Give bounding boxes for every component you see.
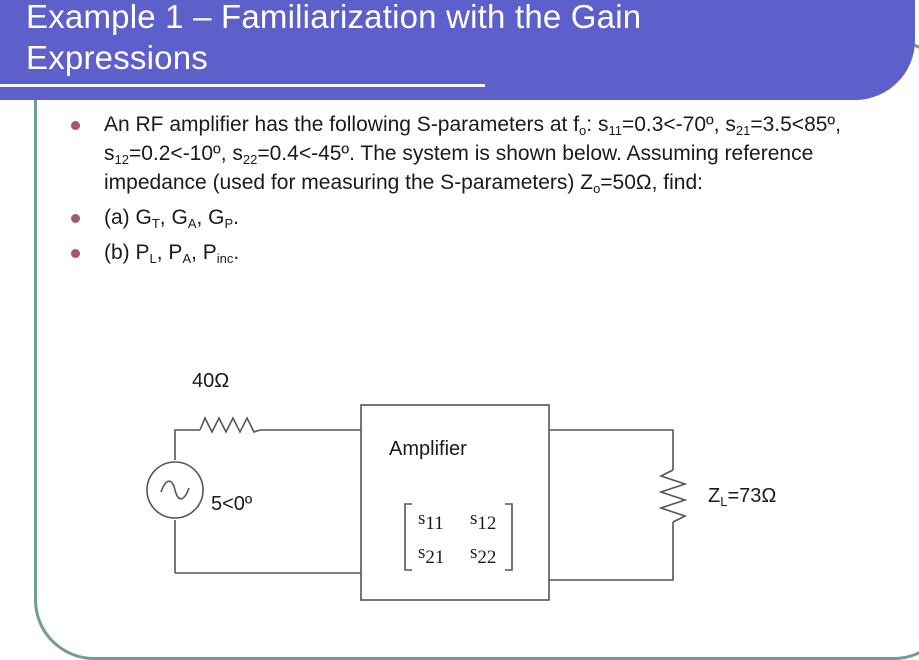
title-underline xyxy=(0,84,485,87)
title-line-1: Example 1 – Familiarization with the Gai… xyxy=(26,0,642,35)
circuit-diagram xyxy=(146,404,688,601)
load-impedance-label: ZL=73Ω xyxy=(708,485,777,509)
ac-voltage-source-icon xyxy=(146,461,204,519)
matrix-s21: s21 xyxy=(418,542,445,568)
bullet-part-b: (b) PL, PA, Pinc. xyxy=(62,238,902,267)
source-resistor-label: 40Ω xyxy=(192,370,230,392)
wire-amp-output-top xyxy=(549,429,674,470)
matrix-s11: s11 xyxy=(418,508,444,534)
resistor-load-icon xyxy=(658,469,688,523)
matrix-s22: s22 xyxy=(470,542,497,568)
bullet-list: An RF amplifier has the following S-para… xyxy=(62,110,902,273)
matrix-right-bracket-icon xyxy=(505,503,513,571)
bullet-problem-statement: An RF amplifier has the following S-para… xyxy=(62,110,902,197)
bullet-part-a: (a) GT, GA, GP. xyxy=(62,203,902,232)
s-parameter-matrix: s11 s12 s21 s22 xyxy=(404,502,514,572)
source-voltage-label: 5<0º xyxy=(211,493,253,515)
matrix-s12: s12 xyxy=(470,508,497,534)
wire-amp-output-bottom xyxy=(549,522,674,581)
amplifier-label: Amplifier xyxy=(389,438,467,460)
resistor-40-ohm-icon xyxy=(199,416,261,434)
slide-title: Example 1 – Familiarization with the Gai… xyxy=(26,0,641,78)
sine-wave-icon xyxy=(160,480,190,500)
wire-source-top xyxy=(174,429,200,460)
slide-header: Example 1 – Familiarization with the Gai… xyxy=(0,0,915,100)
amplifier-block xyxy=(360,404,550,601)
title-line-2: Expressions xyxy=(26,39,208,76)
matrix-left-bracket-icon xyxy=(404,503,412,571)
